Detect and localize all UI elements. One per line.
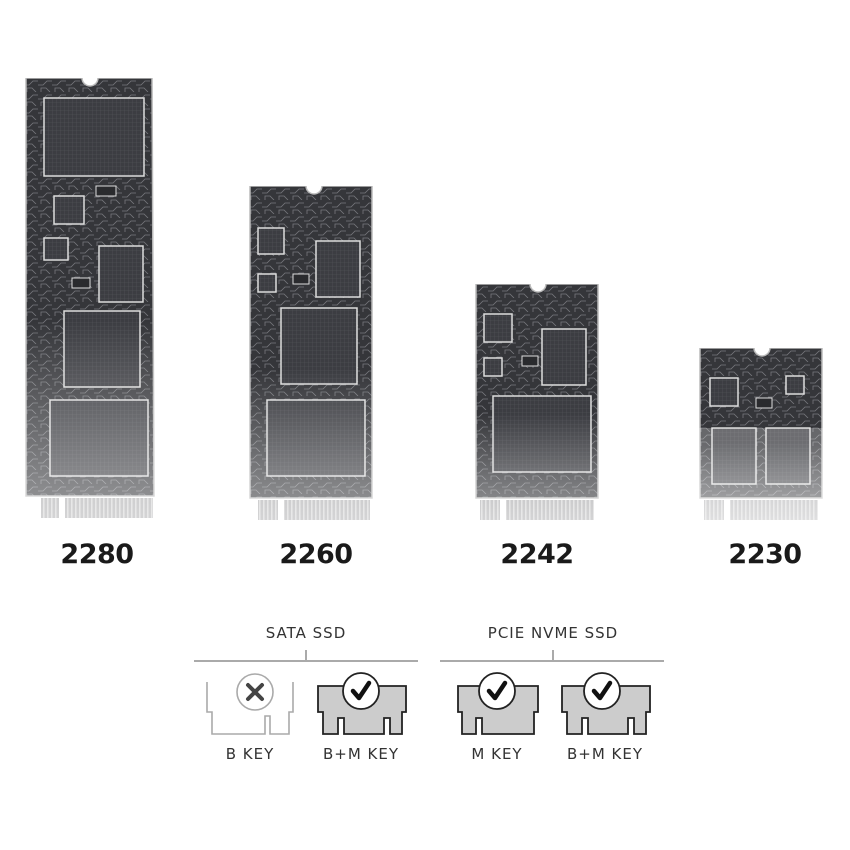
key-connector-b-key — [205, 672, 295, 741]
key-connector-m-key — [456, 672, 540, 741]
check-circle-icon — [478, 672, 516, 710]
key-label-bm-pcie: B+M KEY — [566, 745, 644, 763]
key-label-bm-sata: B+M KEY — [322, 745, 400, 763]
bracket-divider — [440, 660, 664, 662]
x-circle-icon — [236, 673, 274, 711]
key-connector-bm-key-sata — [316, 672, 410, 741]
group-title-sata: SATA SSD — [265, 624, 347, 642]
size-label-2242: 2242 — [500, 539, 574, 570]
group-title-pcie-nvme: PCIE NVME SSD — [487, 624, 619, 642]
bracket-tick — [552, 650, 554, 660]
key-label-b: B KEY — [225, 745, 275, 763]
ssd-module-2280 — [24, 78, 156, 520]
size-label-2280: 2280 — [60, 539, 134, 570]
ssd-module-2260 — [248, 186, 374, 520]
bracket-divider — [194, 660, 418, 662]
ssd-module-2230 — [698, 348, 824, 520]
size-label-2230: 2230 — [728, 539, 802, 570]
check-circle-icon — [583, 672, 621, 710]
check-circle-icon — [342, 672, 380, 710]
key-connector-bm-key-pcie — [560, 672, 654, 741]
key-label-m: M KEY — [471, 745, 523, 763]
size-label-2260: 2260 — [279, 539, 353, 570]
ssd-module-2242 — [474, 284, 600, 520]
bracket-tick — [305, 650, 307, 660]
